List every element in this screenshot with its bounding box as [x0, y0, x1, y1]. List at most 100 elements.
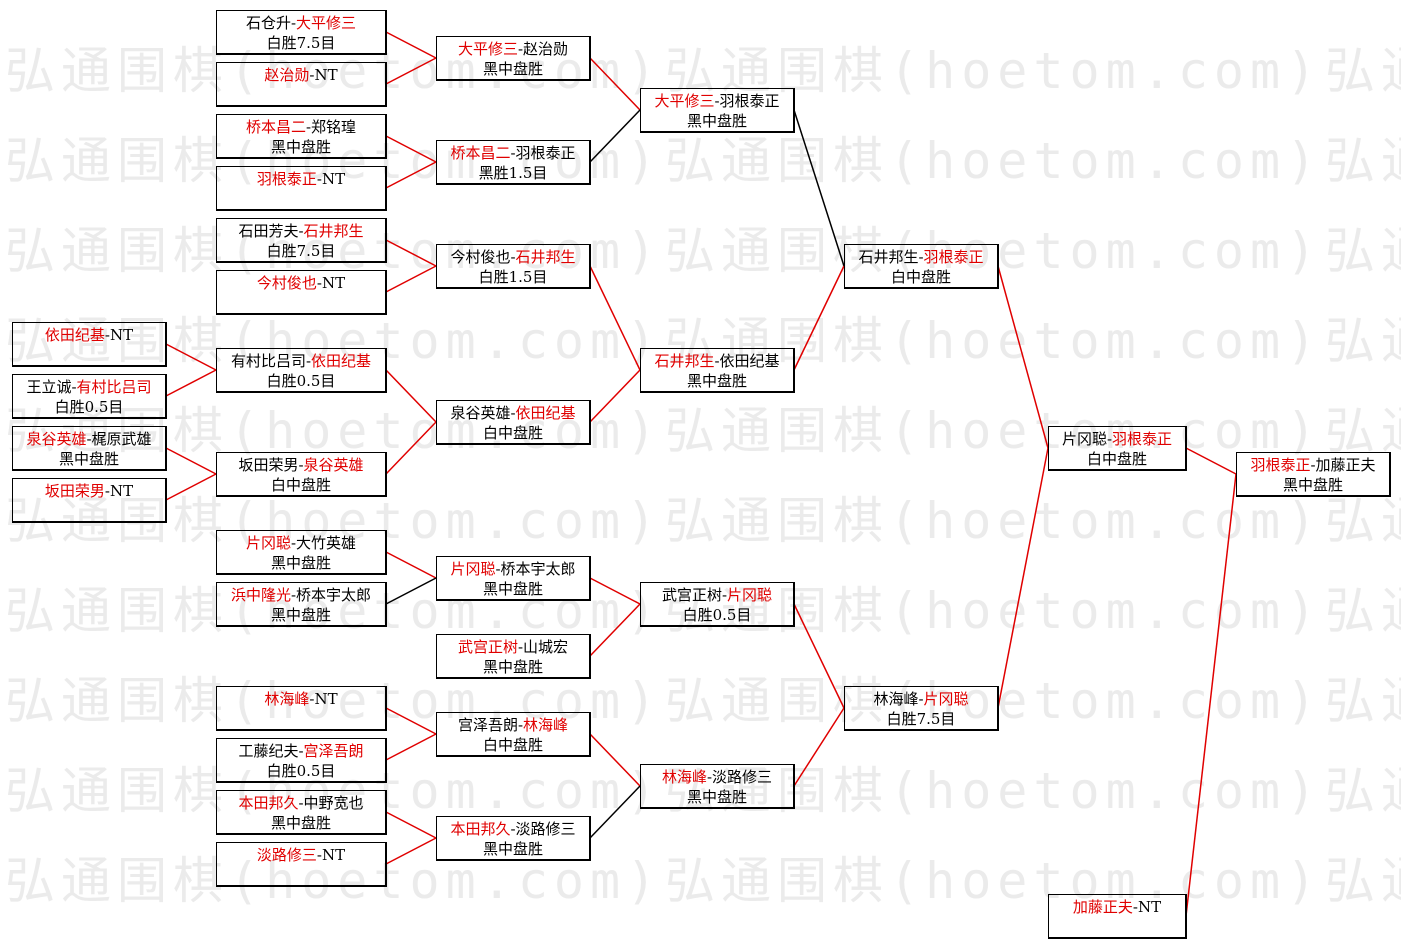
watermark-text: 弘通围棋(hoetom.com) [1325, 224, 1401, 278]
watermark-row: 弘通围棋(hoetom.com)弘通围棋(hoetom.com)弘通围棋(hoe… [0, 404, 1401, 458]
match-players: 泉谷英雄-梶原武雄 [13, 429, 165, 449]
match-result [13, 345, 165, 365]
watermark-text: 弘通围棋(hoetom.com) [1325, 584, 1401, 638]
match-players: 王立诚-有村比吕司 [13, 377, 165, 397]
match-players: 赵治勋-NT [217, 65, 385, 85]
player-2-name: 山城宏 [523, 638, 569, 656]
match-players: 淡路修三-NT [217, 845, 385, 865]
player-2-name: 依田纪基 [719, 352, 780, 370]
match-players: 片冈聪-桥本宇太郎 [437, 559, 589, 579]
match-box: 王立诚-有村比吕司白胜0.5目 [12, 374, 167, 419]
connector-line [385, 57, 437, 85]
player-1-name: 加藤正夫 [1072, 898, 1133, 916]
match-players: 石井邦生-羽根泰正 [845, 247, 997, 267]
match-box: 桥本昌二-郑铭瑝黑中盘胜 [216, 114, 387, 159]
player-2-name: 宫泽吾朗 [303, 742, 364, 760]
match-box: 大平修三-赵治勋黑中盘胜 [436, 36, 591, 81]
name-separator: - [510, 820, 516, 838]
match-result: 白胜0.5目 [682, 606, 752, 624]
watermark-row: 弘通围棋(hoetom.com)弘通围棋(hoetom.com)弘通围棋(hoe… [0, 764, 1401, 818]
connector-line [589, 785, 641, 839]
connector-line [589, 733, 641, 787]
match-players: 工藤纪夫-宫泽吾朗 [217, 741, 385, 761]
match-box: 泉谷英雄-依田纪基白中盘胜 [436, 400, 591, 445]
watermark-text: 弘通围棋(hoetom.com) [1325, 134, 1401, 188]
match-players: 今村俊也-NT [217, 273, 385, 293]
match-players: 依田纪基-NT [13, 325, 165, 345]
watermark-text: 弘通围棋(hoetom.com) [1325, 854, 1401, 908]
name-separator: - [309, 690, 315, 708]
player-2-name: NT [314, 66, 338, 84]
player-2-name: 大竹英雄 [296, 534, 357, 552]
match-result: 白中盘胜 [482, 736, 543, 754]
match-result: 黑中盘胜 [270, 554, 331, 572]
watermark-text: 弘通围棋(hoetom.com) [5, 764, 663, 818]
watermark-row: 弘通围棋(hoetom.com)弘通围棋(hoetom.com)弘通围棋(hoe… [0, 134, 1401, 188]
player-2-name: NT [109, 482, 134, 500]
watermark-text: 弘通围棋(hoetom.com) [1325, 44, 1401, 98]
player-1-name: 淡路修三 [256, 846, 317, 864]
match-box: 片冈聪-大竹英雄黑中盘胜 [216, 530, 387, 575]
player-1-name: 泉谷英雄 [450, 404, 511, 422]
match-players: 本田邦久-中野宽也 [217, 793, 385, 813]
connector-line [385, 369, 437, 423]
watermark-text: 弘通围棋(hoetom.com) [665, 404, 1323, 458]
player-2-name: NT [314, 690, 338, 708]
connector-line [385, 551, 437, 579]
match-box: 石仓升-大平修三白胜7.5目 [216, 10, 387, 55]
watermark-text: 弘通围棋(hoetom.com) [1325, 314, 1401, 368]
match-box: 坂田荣男-NT [12, 478, 167, 523]
match-result [13, 501, 165, 521]
player-1-name: 本田邦久 [238, 794, 299, 812]
match-box: 羽根泰正-加藤正夫黑中盘胜 [1236, 452, 1391, 497]
connector-line [385, 161, 437, 189]
match-box: 泉谷英雄-梶原武雄黑中盘胜 [12, 426, 167, 471]
watermark-text: 弘通围棋(hoetom.com) [5, 314, 663, 368]
watermark-row: 弘通围棋(hoetom.com)弘通围棋(hoetom.com)弘通围棋(hoe… [0, 584, 1401, 638]
match-result: 黑中盘胜 [482, 840, 543, 858]
player-1-name: 赵治勋 [264, 66, 310, 84]
watermark-text: 弘通围棋(hoetom.com) [665, 224, 1323, 278]
player-1-name: 林海峰 [264, 690, 310, 708]
match-result: 白胜0.5目 [266, 372, 336, 390]
connector-line [997, 265, 1049, 449]
player-1-name: 大平修三 [654, 92, 715, 110]
match-box: 淡路修三-NT [216, 842, 387, 887]
connector-line [1185, 473, 1237, 917]
match-players: 石田芳夫-石井邦生 [217, 221, 385, 241]
name-separator: - [918, 248, 924, 266]
connector-line [589, 577, 641, 605]
player-2-name: 羽根泰正 [515, 144, 576, 162]
connector-line [165, 447, 217, 475]
name-separator: - [305, 352, 312, 370]
connector-line [165, 473, 217, 501]
match-result [217, 189, 385, 209]
player-2-name: 桥本宇太郎 [296, 586, 372, 604]
connector-line [385, 733, 437, 761]
player-2-name: 郑铭瑝 [311, 118, 357, 136]
match-players: 加藤正夫-NT [1049, 897, 1185, 917]
match-players: 本田邦久-淡路修三 [437, 819, 589, 839]
match-box: 本田邦久-淡路修三黑中盘胜 [436, 816, 591, 861]
player-1-name: 泉谷英雄 [26, 430, 87, 448]
player-2-name: 赵治勋 [523, 40, 569, 58]
name-separator: - [510, 144, 516, 162]
watermark-text: 弘通围棋(hoetom.com) [5, 224, 663, 278]
match-box: 片冈聪-羽根泰正白中盘胜 [1048, 426, 1187, 471]
name-separator: - [290, 534, 297, 552]
match-result [217, 85, 385, 105]
match-box: 浜中隆光-桥本宇太郎黑中盘胜 [216, 582, 387, 627]
player-1-name: 武宫正树 [457, 638, 518, 656]
name-separator: - [316, 274, 322, 292]
connector-line [589, 109, 641, 163]
connector-line [385, 31, 437, 59]
name-separator: - [298, 742, 304, 760]
player-2-name: NT [321, 846, 346, 864]
player-2-name: 石井邦生 [303, 222, 364, 240]
match-result: 黑中盘胜 [58, 450, 119, 468]
player-1-name: 羽根泰正 [1250, 456, 1311, 474]
watermark-row: 弘通围棋(hoetom.com)弘通围棋(hoetom.com)弘通围棋(hoe… [0, 224, 1401, 278]
player-2-name: 依田纪基 [515, 404, 576, 422]
match-box: 石田芳夫-石井邦生白胜7.5目 [216, 218, 387, 263]
player-1-name: 坂田荣男 [44, 482, 105, 500]
